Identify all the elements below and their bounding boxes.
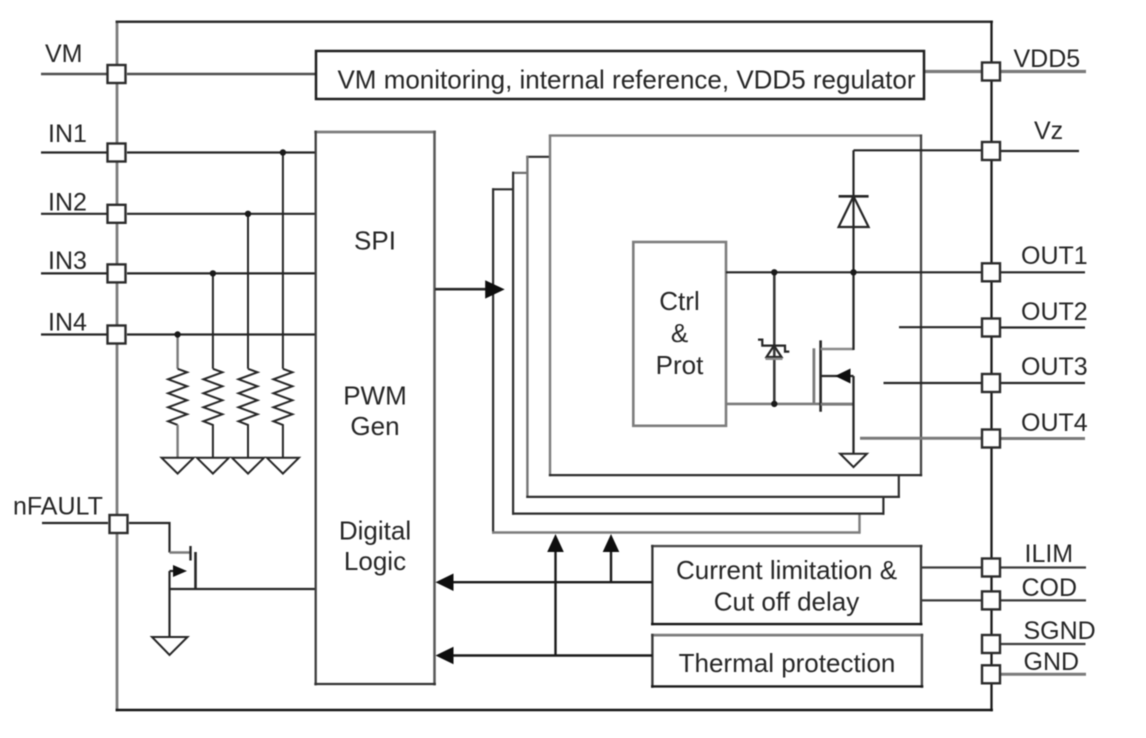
svg-text:SPI: SPI xyxy=(354,226,396,256)
svg-text:Gen: Gen xyxy=(350,411,399,441)
svg-text:Logic: Logic xyxy=(344,546,406,576)
svg-text:IN1: IN1 xyxy=(48,120,87,148)
svg-text:VDD5: VDD5 xyxy=(1014,45,1081,73)
svg-text:Cut off delay: Cut off delay xyxy=(714,587,860,617)
svg-text:nFAULT: nFAULT xyxy=(13,493,103,521)
svg-text:GND: GND xyxy=(1024,648,1080,676)
svg-text:IN4: IN4 xyxy=(48,309,87,337)
svg-text:OUT4: OUT4 xyxy=(1021,409,1088,437)
svg-text:Vz: Vz xyxy=(1034,117,1063,145)
svg-text:Digital: Digital xyxy=(339,516,411,546)
svg-text:Prot: Prot xyxy=(656,350,704,380)
svg-text:VM: VM xyxy=(45,40,83,68)
svg-text:Thermal protection: Thermal protection xyxy=(679,648,896,678)
svg-text:OUT3: OUT3 xyxy=(1021,353,1088,381)
svg-text:OUT2: OUT2 xyxy=(1021,298,1088,326)
svg-text:Current limitation &: Current limitation & xyxy=(676,555,897,585)
svg-text:COD: COD xyxy=(1022,574,1078,602)
svg-text:IN2: IN2 xyxy=(48,189,87,217)
svg-text:IN3: IN3 xyxy=(48,247,87,275)
svg-text:ILIM: ILIM xyxy=(1025,540,1074,568)
svg-text:VM monitoring, internal refere: VM monitoring, internal reference, VDD5 … xyxy=(337,65,915,95)
svg-text:Ctrl: Ctrl xyxy=(659,286,699,316)
svg-text:PWM: PWM xyxy=(343,381,407,411)
svg-text:&: & xyxy=(671,318,688,348)
svg-text:OUT1: OUT1 xyxy=(1021,242,1088,270)
svg-text:SGND: SGND xyxy=(1024,617,1096,645)
